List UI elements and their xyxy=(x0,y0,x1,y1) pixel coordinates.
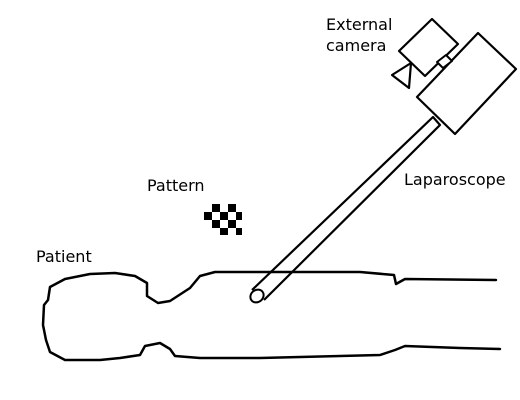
pattern-square xyxy=(212,204,220,212)
pattern-square xyxy=(236,228,242,235)
pattern-square xyxy=(220,228,228,235)
checkerboard-pattern xyxy=(204,204,242,235)
laparoscope-label: Laparoscope xyxy=(404,170,506,189)
laparoscope-camera-head xyxy=(415,31,518,136)
external-camera-mount xyxy=(436,54,453,69)
patient-outline xyxy=(41,270,502,362)
laparoscope-tip xyxy=(249,288,265,304)
laparoscope-shaft xyxy=(251,115,442,301)
external-camera-lens xyxy=(390,61,413,90)
pattern-label: Pattern xyxy=(147,176,205,195)
external-camera-body xyxy=(397,17,460,78)
external-camera-label: External camera xyxy=(326,15,393,55)
pattern-square xyxy=(236,212,242,220)
patient-label: Patient xyxy=(36,247,92,266)
pattern-square xyxy=(220,212,228,220)
pattern-square xyxy=(204,212,212,220)
pattern-square xyxy=(228,220,236,228)
pattern-square xyxy=(212,220,220,228)
pattern-square xyxy=(228,204,236,212)
